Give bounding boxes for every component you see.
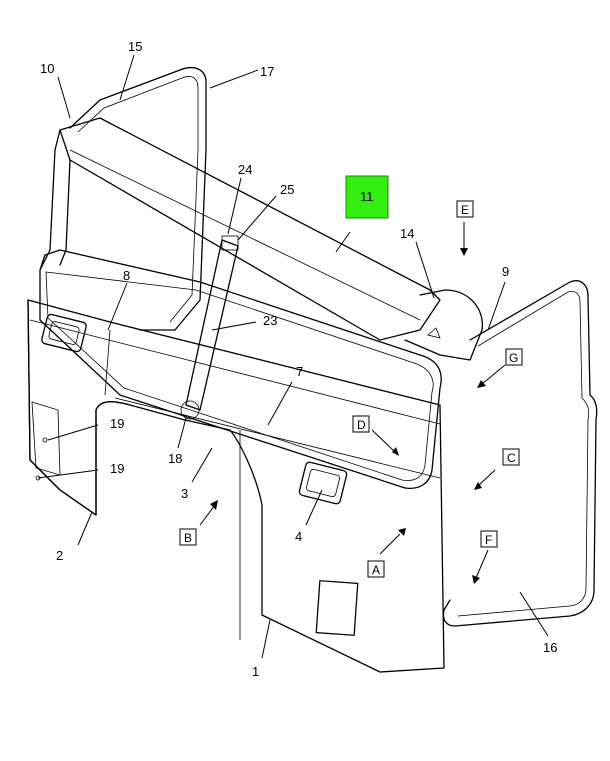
callout-4: 4 xyxy=(295,529,302,544)
view-letter-d: D xyxy=(352,415,370,433)
callout-2: 2 xyxy=(56,548,63,563)
callout-17: 17 xyxy=(260,64,274,79)
view-letter-g: G xyxy=(505,348,523,366)
svg-text:A: A xyxy=(372,563,380,577)
corner-bracket xyxy=(404,289,483,361)
roof-header-bar xyxy=(59,117,441,341)
callout-7: 7 xyxy=(296,364,303,379)
callout-19-lower: 19 xyxy=(110,461,124,476)
callout-24: 24 xyxy=(238,162,252,177)
cab-rear-panel xyxy=(27,299,445,673)
view-arrows xyxy=(199,222,506,584)
view-letter-e: E xyxy=(456,200,474,218)
svg-text:C: C xyxy=(507,451,516,465)
rear-window-opening xyxy=(39,249,442,489)
svg-text:F: F xyxy=(485,533,492,547)
view-letter-f: F xyxy=(480,530,498,548)
callout-10: 10 xyxy=(40,61,54,76)
callout-18: 18 xyxy=(168,451,182,466)
callout-11-highlight xyxy=(345,175,389,219)
svg-text:G: G xyxy=(509,351,518,365)
callout-3: 3 xyxy=(181,486,188,501)
left-door-panel xyxy=(27,299,131,516)
callout-9: 9 xyxy=(502,264,509,279)
callout-16: 16 xyxy=(543,640,557,655)
view-letter-c: C xyxy=(502,448,520,466)
vertical-strut xyxy=(185,239,239,411)
svg-text:D: D xyxy=(357,418,366,432)
roof-frame xyxy=(69,67,207,331)
view-letter-b: B xyxy=(179,528,197,546)
leader-lines xyxy=(37,54,549,659)
callout-14: 14 xyxy=(400,226,414,241)
svg-text:B: B xyxy=(184,531,192,545)
view-letter-a: A xyxy=(367,560,385,578)
callout-1: 1 xyxy=(252,664,259,679)
callout-23: 23 xyxy=(263,313,277,328)
callout-8: 8 xyxy=(123,268,130,283)
callout-15: 15 xyxy=(128,39,142,54)
callout-25: 25 xyxy=(280,182,294,197)
door-seal xyxy=(442,280,598,627)
callout-19-upper: 19 xyxy=(110,416,124,431)
callout-11: 11 xyxy=(360,189,374,204)
svg-text:E: E xyxy=(461,203,469,217)
